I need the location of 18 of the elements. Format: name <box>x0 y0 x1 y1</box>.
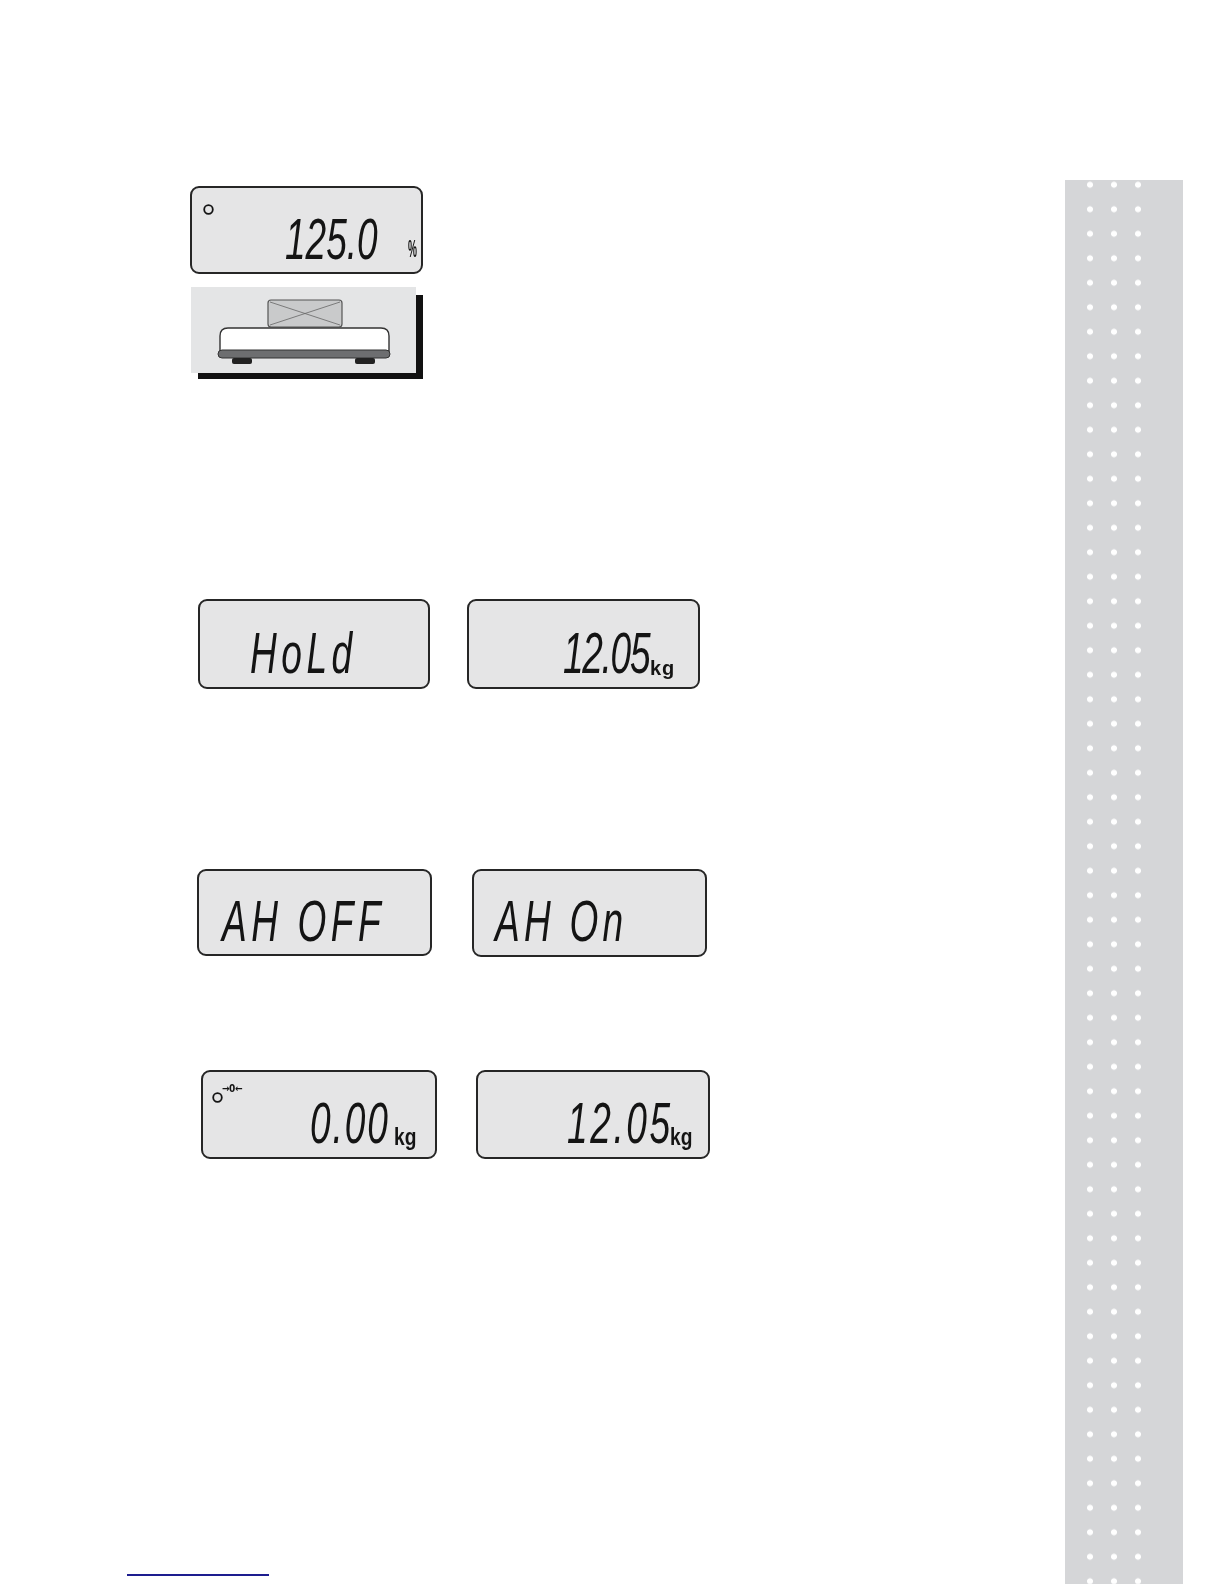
lcd-display <box>197 869 432 956</box>
lcd-display <box>198 599 430 689</box>
unit-label: % <box>408 235 417 263</box>
lcd-display <box>472 869 707 957</box>
lcd-display <box>476 1070 710 1159</box>
unit-label: kg <box>394 1123 417 1151</box>
display-reading: 12.05 <box>563 631 650 676</box>
display-reading: 125.0 <box>285 217 378 262</box>
lcd-display <box>190 186 423 274</box>
display-reading: 0.00 <box>310 1101 390 1146</box>
zero-indicator: →0← <box>222 1083 242 1094</box>
lcd-display <box>201 1070 437 1159</box>
display-reading: AH On <box>495 899 628 944</box>
display-reading: AH OFF <box>222 899 386 944</box>
unit-label: kg <box>670 1123 693 1151</box>
display-reading: HoLd <box>250 631 357 676</box>
lcd-display <box>467 599 700 689</box>
unit-label: kg <box>650 657 676 680</box>
